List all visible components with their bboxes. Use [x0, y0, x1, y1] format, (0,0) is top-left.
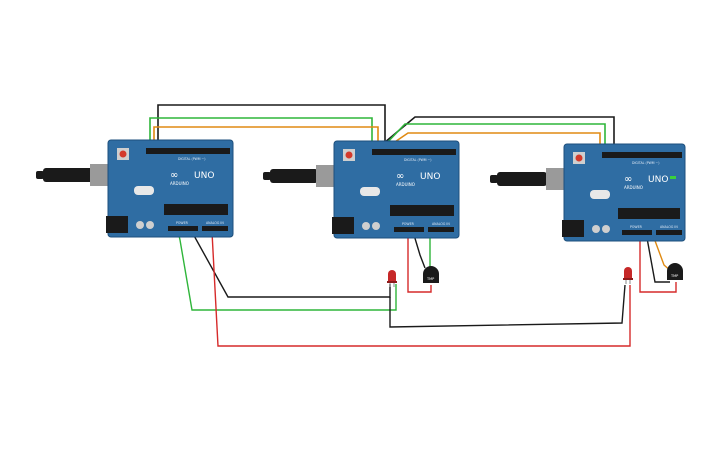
- wire-green-b2-b3-top[interactable]: [381, 123, 606, 150]
- usb-cable: [36, 171, 44, 179]
- usb-cable: [263, 172, 271, 180]
- board-model: UNO: [648, 175, 668, 185]
- digital-label: DIGITAL (PWM ~): [404, 158, 431, 162]
- analog-header: [656, 230, 682, 235]
- atmega-chip: [390, 205, 454, 216]
- led-2-body: [624, 267, 632, 279]
- capacitor-2: [602, 225, 610, 233]
- usb-cable-body: [497, 172, 547, 186]
- wire-red-b2-sensor2[interactable]: [407, 235, 432, 293]
- led-1-base: [387, 281, 397, 283]
- power-label: POWER: [176, 221, 189, 225]
- brand-logo: ∞: [170, 170, 178, 181]
- analog-header: [202, 226, 228, 231]
- usb-cable-body: [43, 168, 93, 182]
- led-1-body: [388, 270, 396, 282]
- wire-black-b1-led1[interactable]: [191, 231, 391, 298]
- board-brand: ARDUINO: [624, 185, 643, 190]
- sensor-2-label: TMP: [426, 277, 434, 281]
- sensor-3-label: TMP: [670, 274, 678, 278]
- board-model: UNO: [194, 171, 214, 181]
- capacitor-2: [146, 221, 154, 229]
- wire-black-led1-led2[interactable]: [389, 284, 626, 328]
- crystal: [590, 190, 610, 199]
- led-2[interactable]: [623, 267, 633, 284]
- power-label: POWER: [402, 222, 415, 226]
- digital-header: [372, 149, 456, 155]
- arduino-board-1[interactable]: DIGITAL (PWM ~) ∞ ARDUINO UNO POWER ANAL…: [36, 139, 234, 238]
- atmega-chip: [618, 208, 680, 219]
- digital-label: DIGITAL (PWM ~): [178, 157, 205, 161]
- digital-header: [146, 148, 230, 154]
- capacitor-1: [136, 221, 144, 229]
- temperature-sensor-2[interactable]: TMP: [423, 266, 439, 283]
- wire-red-b3-sensor3[interactable]: [639, 238, 677, 293]
- board-brand: ARDUINO: [396, 182, 415, 187]
- power-jack: [106, 216, 128, 233]
- temperature-sensor-3[interactable]: TMP: [667, 263, 683, 280]
- digital-header: [602, 152, 682, 158]
- board-model: UNO: [420, 172, 440, 182]
- reset-button-cap[interactable]: [575, 154, 583, 162]
- brand-logo: ∞: [396, 171, 404, 182]
- analog-label: ANALOG IN: [660, 225, 678, 229]
- usb-cable-body: [270, 169, 318, 183]
- power-jack: [562, 220, 584, 237]
- power-jack: [332, 217, 354, 234]
- arduino-board-2[interactable]: DIGITAL (PWM ~) ∞ ARDUINO UNO POWER ANAL…: [263, 140, 460, 239]
- led-1[interactable]: [387, 270, 397, 287]
- capacitor-1: [362, 222, 370, 230]
- power-header: [622, 230, 652, 235]
- power-header: [168, 226, 198, 231]
- wire-black-b3-sensor3[interactable]: [646, 237, 670, 283]
- on-led: [670, 176, 676, 179]
- wire-red-b1-led2[interactable]: [211, 231, 631, 347]
- reset-button-cap[interactable]: [345, 151, 353, 159]
- digital-label: DIGITAL (PWM ~): [632, 161, 659, 165]
- led-2-base: [623, 278, 633, 280]
- analog-label: ANALOG IN: [432, 222, 450, 226]
- board-brand: ARDUINO: [170, 181, 189, 186]
- analog-label: ANALOG IN: [206, 221, 224, 225]
- power-header: [394, 227, 424, 232]
- sensor-3-body: [667, 263, 683, 280]
- crystal: [360, 187, 380, 196]
- capacitor-1: [592, 225, 600, 233]
- analog-header: [428, 227, 454, 232]
- atmega-chip: [164, 204, 228, 215]
- usb-cable: [490, 175, 498, 183]
- brand-logo: ∞: [624, 174, 632, 185]
- arduino-board-3[interactable]: DIGITAL (PWM ~) ∞ ARDUINO UNO POWER ANAL…: [490, 143, 686, 242]
- reset-button-cap[interactable]: [119, 150, 127, 158]
- wire-orange-b1-b2-top[interactable]: [153, 126, 379, 150]
- sensor-2-body: [423, 266, 439, 283]
- power-label: POWER: [630, 225, 643, 229]
- crystal: [134, 186, 154, 195]
- wire-black-b2-sensor2[interactable]: [413, 234, 426, 269]
- capacitor-2: [372, 222, 380, 230]
- wire-green-b1-b2-top[interactable]: [149, 117, 373, 150]
